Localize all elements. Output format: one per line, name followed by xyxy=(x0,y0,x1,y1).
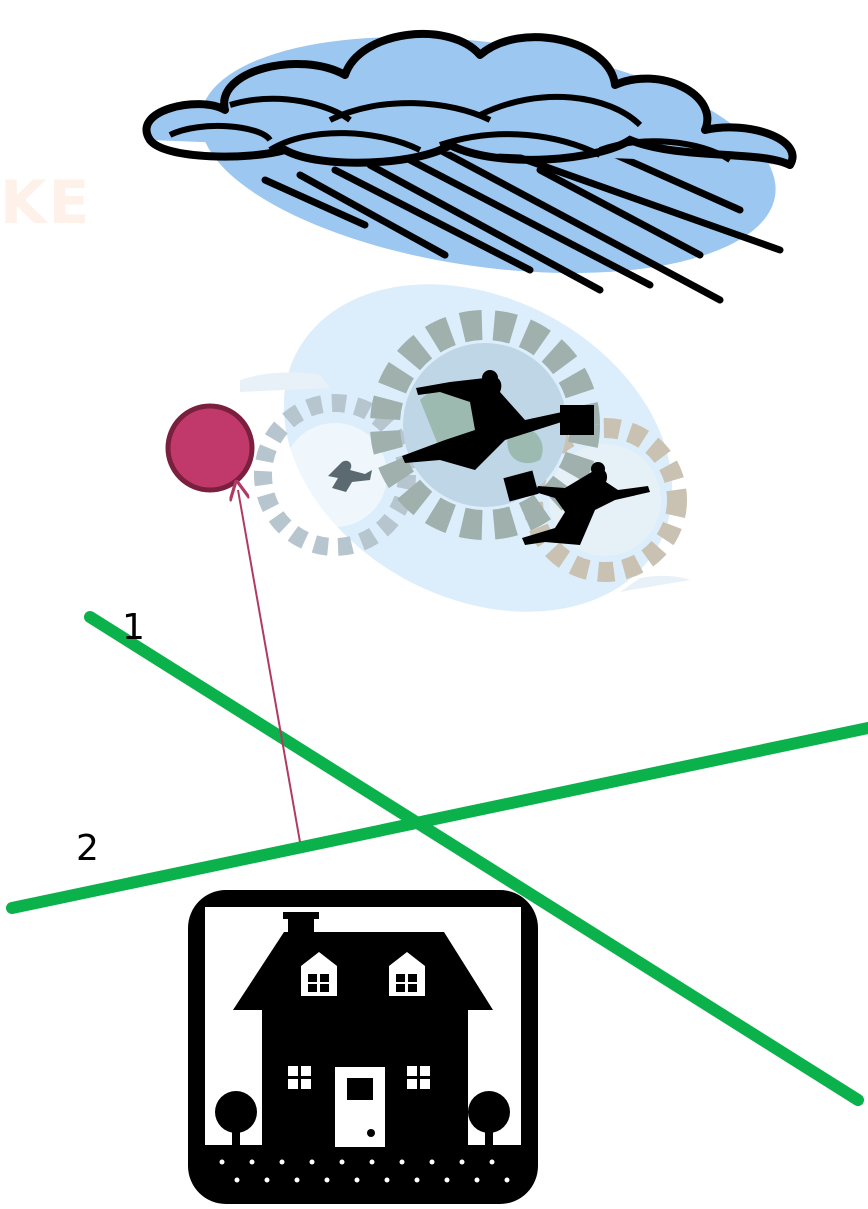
green-line-2 xyxy=(12,728,868,908)
line-label-2: 2 xyxy=(76,828,99,869)
rain-cloud-icon xyxy=(146,4,792,307)
house-icon xyxy=(188,890,538,1204)
red-ball xyxy=(168,406,252,490)
line-label-1: 1 xyxy=(122,607,145,648)
business-gears-icon xyxy=(227,219,730,676)
